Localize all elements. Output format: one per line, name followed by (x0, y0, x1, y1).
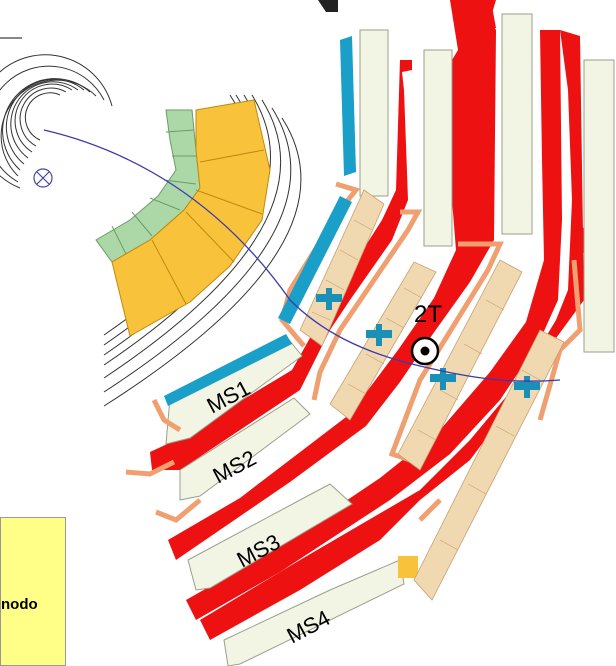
chamber-top-4 (583, 59, 615, 353)
chamber-ms4 (223, 559, 405, 666)
field-out-of-page-icon (410, 336, 440, 366)
chamber-top-1 (359, 29, 389, 197)
chambers (165, 13, 615, 666)
honeycomb-ticks (311, 219, 541, 551)
hit-markers (316, 288, 540, 398)
chamber-ms2 (179, 397, 311, 501)
rpc-strips (164, 36, 356, 406)
chamber-top-2 (423, 49, 453, 247)
tracker-rings-icon (0, 54, 113, 189)
small-yellow-block (398, 556, 418, 578)
field-label: 2T (414, 301, 442, 328)
hadron-calorimeter (111, 99, 271, 337)
field-into-page-icon (33, 168, 53, 188)
muon-track (43, 129, 561, 382)
note-text: nodo (1, 596, 38, 613)
cropped-heading-fragment (318, 0, 338, 12)
chamber-top-3 (501, 13, 533, 235)
chamber-ms3 (187, 483, 353, 591)
note-box: nodo (0, 517, 66, 666)
iron-yoke (150, 0, 590, 640)
